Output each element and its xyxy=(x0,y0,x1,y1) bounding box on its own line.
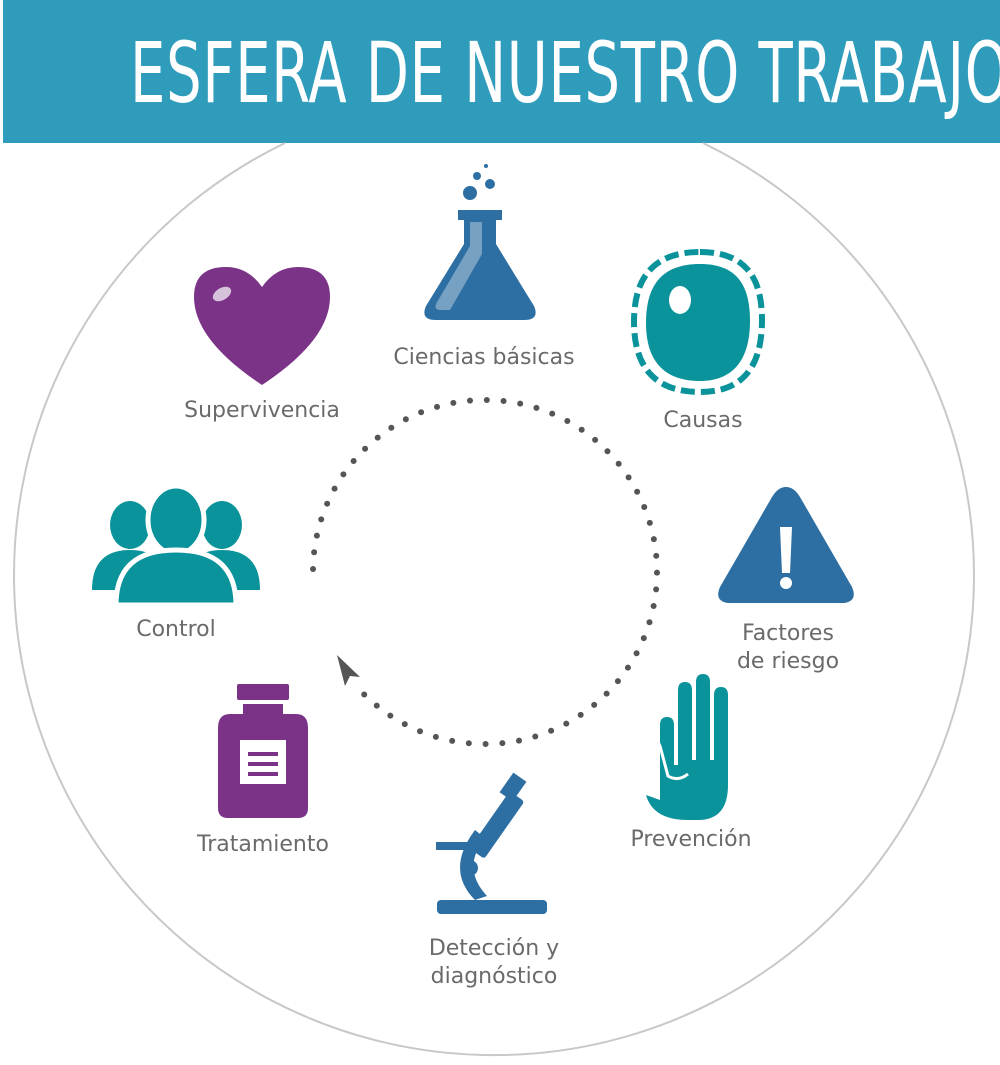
cycle-dot xyxy=(578,426,585,433)
cycle-dot xyxy=(418,409,425,416)
cycle-dot xyxy=(465,740,472,747)
cycle-dot xyxy=(373,702,380,709)
header-banner xyxy=(3,0,1000,143)
cycle-dot xyxy=(548,727,555,734)
page-title: ESFERA DE NUESTRO TRABAJO xyxy=(130,24,1000,122)
cycle-dot xyxy=(450,399,457,406)
cycle-dot xyxy=(614,678,621,685)
label-causas: Causas xyxy=(663,408,743,433)
cycle-dot xyxy=(532,733,539,740)
cycle-dot xyxy=(577,711,584,718)
cycle-dot xyxy=(533,404,540,411)
cycle-dot xyxy=(640,635,647,642)
arrow-head-icon xyxy=(337,655,360,686)
cycle-dot xyxy=(340,471,347,478)
cycle-dot xyxy=(467,397,474,404)
warning-icon xyxy=(718,487,854,603)
cycle-dot xyxy=(646,519,653,526)
heart-icon xyxy=(194,267,330,385)
cycle-dot xyxy=(591,701,598,708)
cycle-dot xyxy=(515,737,522,744)
cycle-dot xyxy=(563,720,570,727)
cycle-dot xyxy=(311,549,318,556)
people-icon xyxy=(92,483,260,608)
cycle-dot xyxy=(434,403,441,410)
flask-icon xyxy=(424,164,536,320)
cycle-dot xyxy=(624,664,631,671)
cycle-dot xyxy=(650,602,657,609)
label-factores-de-riesgo: Factores de riesgo xyxy=(736,621,840,674)
cycle-dot xyxy=(603,690,610,697)
cycle-dot xyxy=(387,712,394,719)
label-deteccion-y-diagnostico: Detección y diagnóstico xyxy=(428,936,560,989)
cycle-dot xyxy=(402,416,409,423)
cycle-dot xyxy=(653,552,660,559)
cycle-dot xyxy=(650,536,657,543)
cycle-dot xyxy=(331,485,338,492)
cycle-dot xyxy=(483,397,490,404)
label-prevencion: Prevención xyxy=(630,827,752,852)
cycle-dotted-arrow xyxy=(310,397,660,747)
medicine-bottle-icon xyxy=(218,684,308,818)
cycle-dot xyxy=(517,400,524,407)
cycle-dot xyxy=(310,565,317,572)
cycle-dot xyxy=(549,410,556,417)
cycle-dot xyxy=(634,488,641,495)
cycle-dot xyxy=(499,740,506,747)
outer-circle xyxy=(13,142,975,1057)
cycle-dot xyxy=(592,436,599,443)
cycle-dot xyxy=(482,740,489,747)
cycle-dot xyxy=(633,650,640,657)
cycle-dot xyxy=(324,500,331,507)
cycle-dot xyxy=(449,737,456,744)
cell-icon xyxy=(630,248,766,396)
cycle-dot xyxy=(604,448,611,455)
cycle-dot xyxy=(350,457,357,464)
label-tratamiento: Tratamiento xyxy=(197,832,329,857)
cycle-dot xyxy=(374,434,381,441)
cycle-dot xyxy=(388,424,395,431)
cycle-dot xyxy=(432,733,439,740)
cycle-dot xyxy=(318,516,325,523)
cycle-dot xyxy=(313,532,320,539)
cycle-dot xyxy=(653,586,660,593)
label-control: Control xyxy=(136,617,216,642)
cycle-dot xyxy=(401,721,408,728)
cycle-dot xyxy=(646,619,653,626)
cycle-dot xyxy=(615,460,622,467)
cycle-dot xyxy=(641,504,648,511)
cycle-dot xyxy=(361,691,368,698)
microscope-icon xyxy=(436,772,547,914)
hand-icon xyxy=(646,674,728,820)
label-supervivencia: Supervivencia xyxy=(184,398,340,423)
cycle-dot xyxy=(653,569,660,576)
cycle-dot xyxy=(625,474,632,481)
cycle-dot xyxy=(417,728,424,735)
label-ciencias-basicas: Ciencias básicas xyxy=(393,345,575,370)
cycle-dot xyxy=(564,417,571,424)
cycle-dot xyxy=(500,398,507,405)
cycle-dot xyxy=(362,445,369,452)
